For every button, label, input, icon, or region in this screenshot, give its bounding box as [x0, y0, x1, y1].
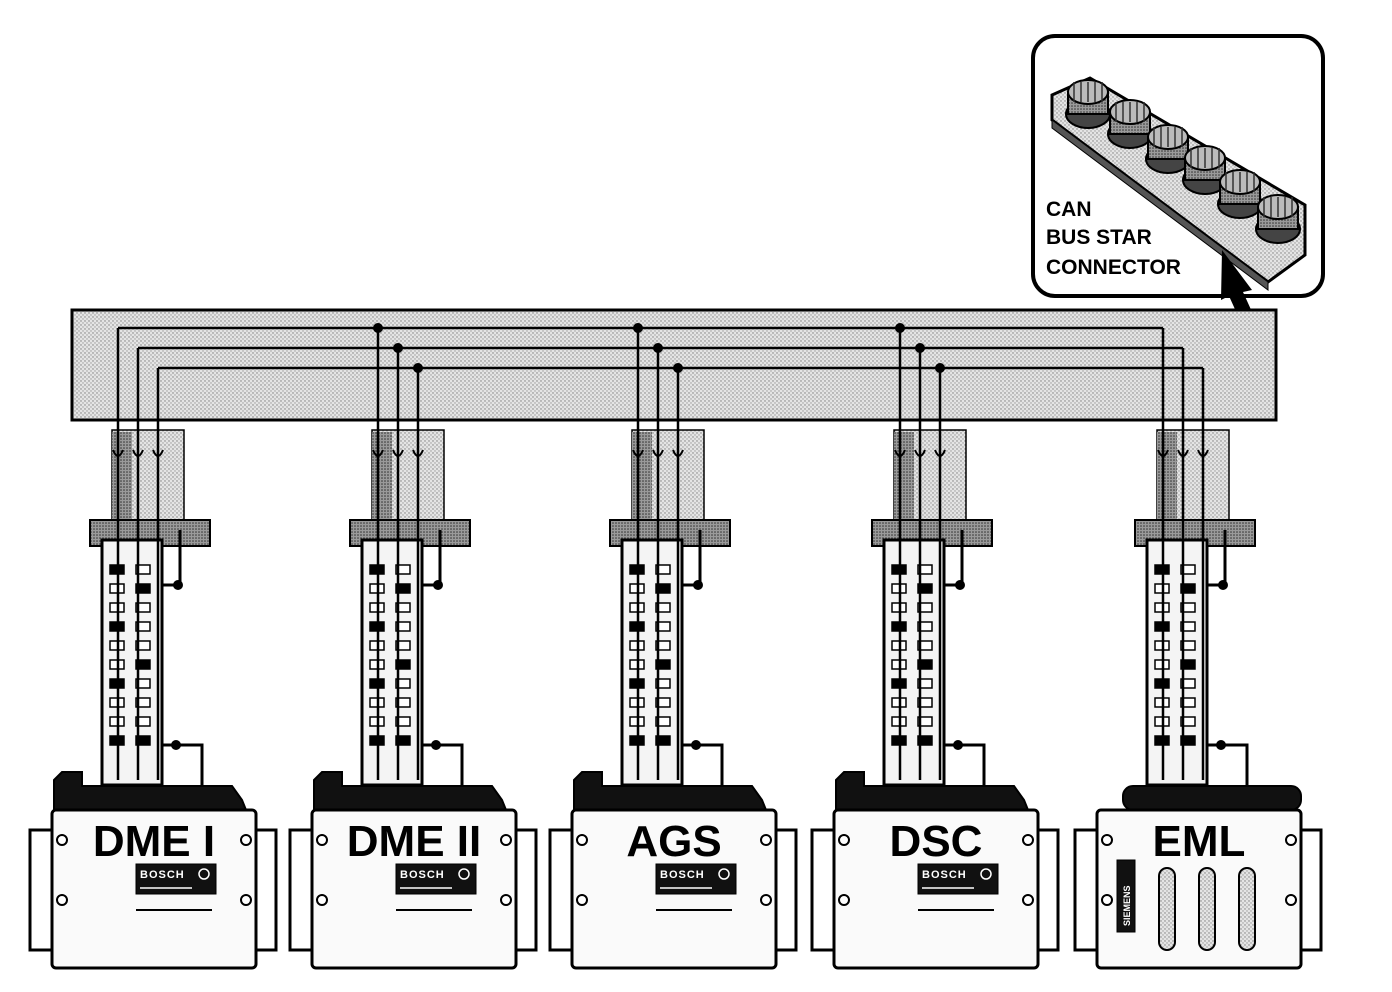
- connector-callout: CAN BUS STAR CONNECTOR: [1031, 34, 1325, 338]
- connector-strip: [620, 538, 684, 787]
- callout-line-2: BUS STAR: [1046, 226, 1152, 249]
- housing-rib: [1198, 867, 1216, 951]
- callout-line-3: CONNECTOR: [1046, 256, 1181, 279]
- brand-label: BOSCH: [400, 869, 445, 881]
- star-connector-image: [1050, 76, 1307, 291]
- module-dsc: DSC BOSCH: [810, 323, 1060, 970]
- housing-rib: [1238, 867, 1256, 951]
- housing-rib: [1158, 867, 1176, 951]
- star-port: [1217, 169, 1263, 219]
- module-label: DSC: [890, 817, 983, 866]
- brand-label: BOSCH: [660, 869, 705, 881]
- ecu-housing: [810, 771, 1060, 970]
- connector-strip: [360, 538, 424, 787]
- brand-label: BOSCH: [922, 869, 967, 881]
- connector-strip: [100, 538, 164, 787]
- brand-plate: [1116, 859, 1136, 933]
- module-ags: AGS BOSCH: [548, 323, 798, 970]
- brand-label: SIEMENS: [1122, 885, 1132, 926]
- module-label: AGS: [626, 817, 721, 866]
- connector-strip: [1145, 538, 1209, 787]
- module-label: DME I: [93, 817, 215, 866]
- ecu-housing: [548, 771, 798, 970]
- star-port: [1107, 99, 1153, 149]
- bus-tracks: [118, 326, 1203, 370]
- module-dme2: DME II BOSCH: [288, 323, 538, 970]
- module-eml: EML SIEMENS: [1073, 328, 1323, 970]
- module-dme1: DME I BOSCH: [28, 328, 278, 970]
- brand-label: BOSCH: [140, 869, 185, 881]
- star-port: [1065, 79, 1111, 129]
- star-port: [1182, 145, 1228, 195]
- star-port: [1255, 194, 1301, 244]
- callout-line-1: CAN: [1046, 198, 1092, 221]
- module-label: DME II: [347, 817, 481, 866]
- star-port: [1145, 124, 1191, 174]
- connector-strip: [882, 538, 946, 787]
- module-label: EML: [1153, 817, 1246, 866]
